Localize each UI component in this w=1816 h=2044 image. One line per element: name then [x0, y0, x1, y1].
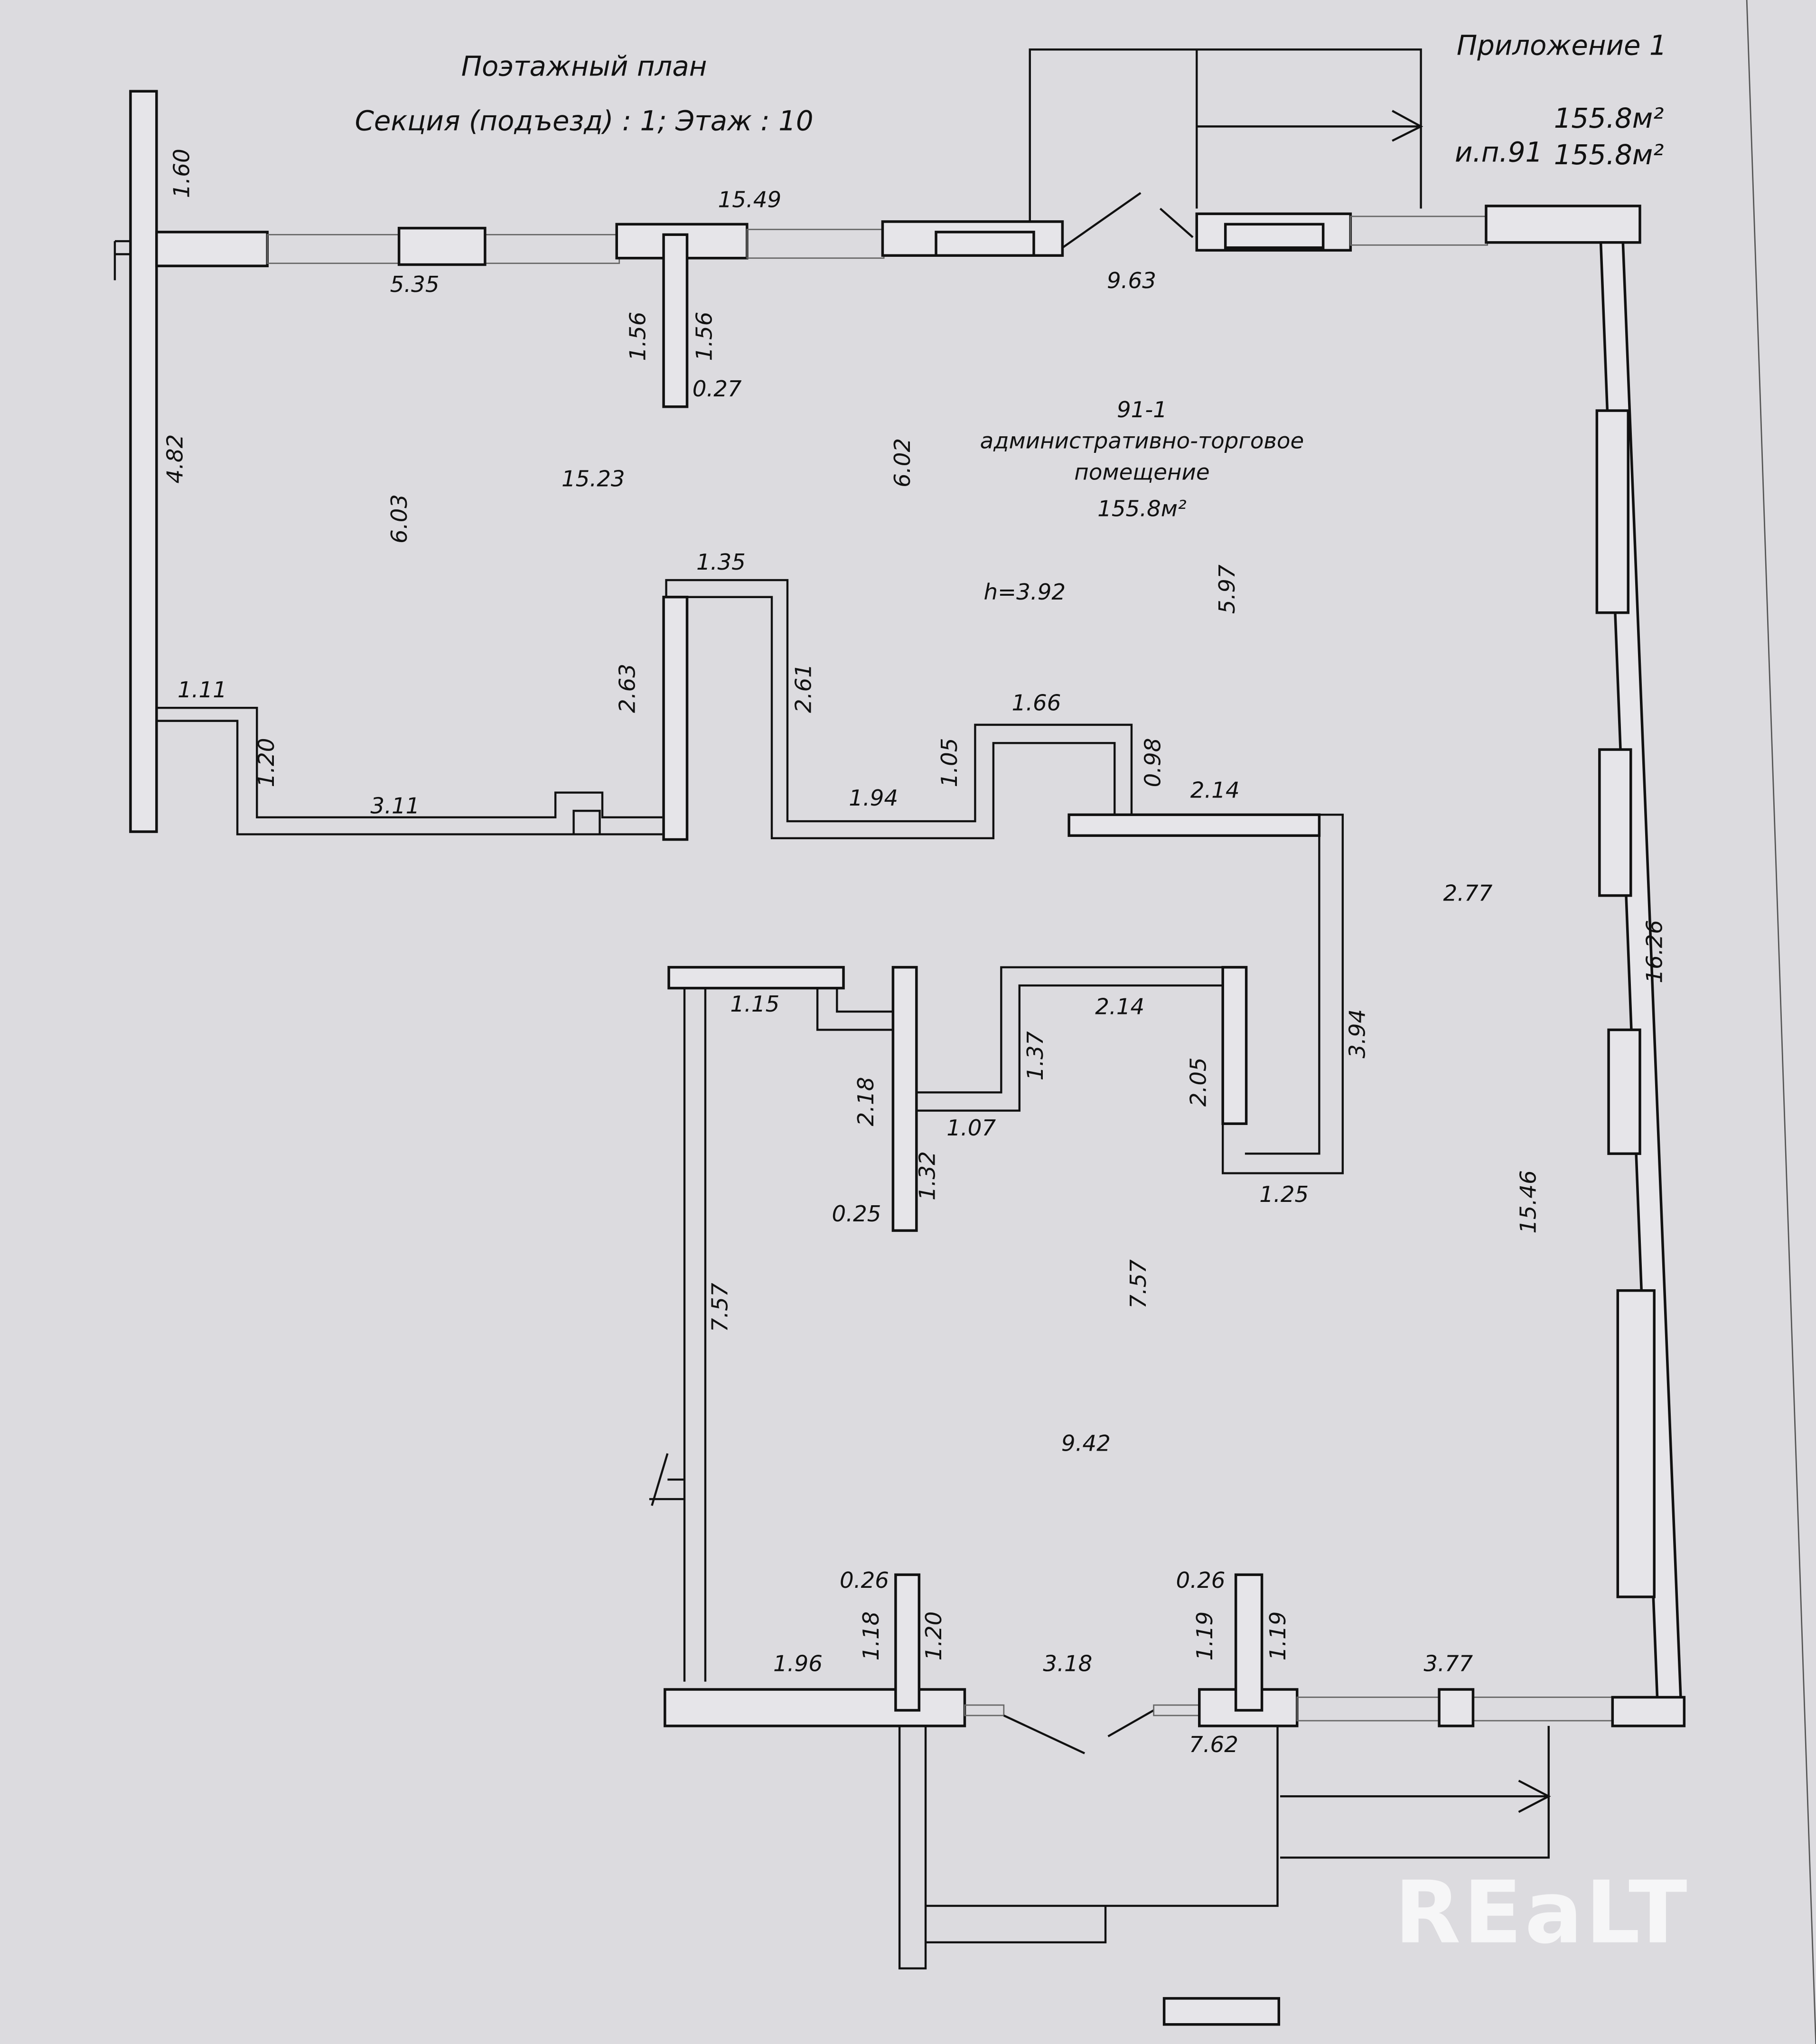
dimension-label: 1.60 — [169, 149, 195, 198]
dimension-label: 1.15 — [730, 992, 779, 1017]
dimension-label: 1.20 — [921, 1611, 947, 1660]
dimension-label: 1.96 — [773, 1651, 823, 1677]
dimension-label: 6.02 — [890, 438, 916, 488]
dimension-label: 1.35 — [696, 550, 746, 575]
dimension-label: 6.03 — [387, 494, 412, 544]
unit-label: и.п.91 — [1455, 136, 1543, 169]
dimension-label: 2.61 — [791, 664, 816, 713]
dimension-label: 3.77 — [1423, 1651, 1473, 1677]
realt-watermark: REaLT — [1395, 1863, 1690, 1963]
room-name-line2: помещение — [1074, 460, 1209, 486]
room-area: 155.8м² — [1097, 496, 1187, 522]
walls — [113, 48, 1686, 2026]
dimension-label: 0.26 — [840, 1568, 889, 1594]
dimension-label: 1.37 — [1023, 1031, 1048, 1080]
dimension-label: 3.94 — [1345, 1009, 1371, 1059]
dimension-label: 15.49 — [718, 188, 782, 213]
dimension-label: 16.26 — [1642, 920, 1668, 984]
dimension-label: 7.62 — [1189, 1732, 1238, 1758]
appendix-label: Приложение 1 — [1457, 29, 1667, 61]
dimension-label: 1.94 — [849, 786, 898, 811]
dimension-label: 1.25 — [1259, 1182, 1309, 1208]
dimension-label: 2.14 — [1095, 994, 1144, 1020]
dimension-label: 0.98 — [1140, 738, 1166, 788]
dimension-label: 9.63 — [1107, 268, 1156, 294]
dimension-label: 7.57 — [708, 1283, 733, 1332]
dimension-label: 5.97 — [1215, 564, 1240, 614]
dimension-label: 1.56 — [692, 312, 718, 361]
dimension-labels: 1.60 15.49 5.35 1.56 1.56 0.27 9.63 4.82 15.23 6.… — [163, 149, 1668, 1758]
ceiling-height: h=3.92 — [983, 580, 1066, 605]
room-label: 91-1 административно-торговое помещение … — [980, 397, 1304, 605]
unit-area: 155.8м² — [1554, 139, 1664, 171]
total-area: 155.8м² — [1554, 102, 1664, 134]
dimension-label: 0.27 — [693, 376, 742, 402]
dimension-label: 1.19 — [1192, 1611, 1218, 1660]
dimension-label: 1.19 — [1265, 1611, 1291, 1660]
dimension-label: 15.46 — [1516, 1170, 1541, 1234]
dimension-label: 2.77 — [1443, 881, 1493, 907]
dimension-label: 1.05 — [937, 738, 963, 788]
plan-title: Поэтажный план — [461, 50, 707, 82]
dimension-label: 2.18 — [853, 1077, 879, 1126]
header-text: Поэтажный план Секция (подъезд) : 1; Эта… — [355, 29, 1667, 171]
paper-edge — [1746, 0, 1816, 2044]
dimension-label: 1.11 — [178, 677, 227, 703]
dimension-label: 3.11 — [370, 794, 420, 819]
dimension-label: 1.18 — [859, 1611, 884, 1660]
dimension-label: 1.20 — [254, 738, 280, 788]
dimension-label: 0.26 — [1176, 1568, 1226, 1594]
dimension-label: 2.05 — [1186, 1057, 1212, 1106]
dimension-label: 1.56 — [626, 312, 651, 361]
room-name-line1: административно-торговое — [980, 429, 1304, 454]
dimension-label: 1.66 — [1012, 691, 1061, 716]
dimension-label: 5.35 — [390, 272, 440, 298]
dimension-label: 1.07 — [946, 1116, 996, 1141]
dimension-label: 4.82 — [163, 434, 188, 484]
dimension-label: 7.57 — [1126, 1259, 1151, 1309]
dimension-label: 2.14 — [1190, 778, 1240, 804]
room-number: 91-1 — [1117, 397, 1167, 423]
dimension-label: 15.23 — [562, 466, 625, 492]
dimension-label: 3.18 — [1043, 1651, 1092, 1677]
dimension-label: 2.63 — [615, 664, 641, 713]
dimension-label: 9.42 — [1061, 1431, 1111, 1456]
dimension-label: 0.25 — [832, 1201, 881, 1227]
dimension-label: 1.32 — [915, 1151, 940, 1200]
plan-subtitle: Секция (подъезд) : 1; Этаж : 10 — [355, 105, 814, 137]
